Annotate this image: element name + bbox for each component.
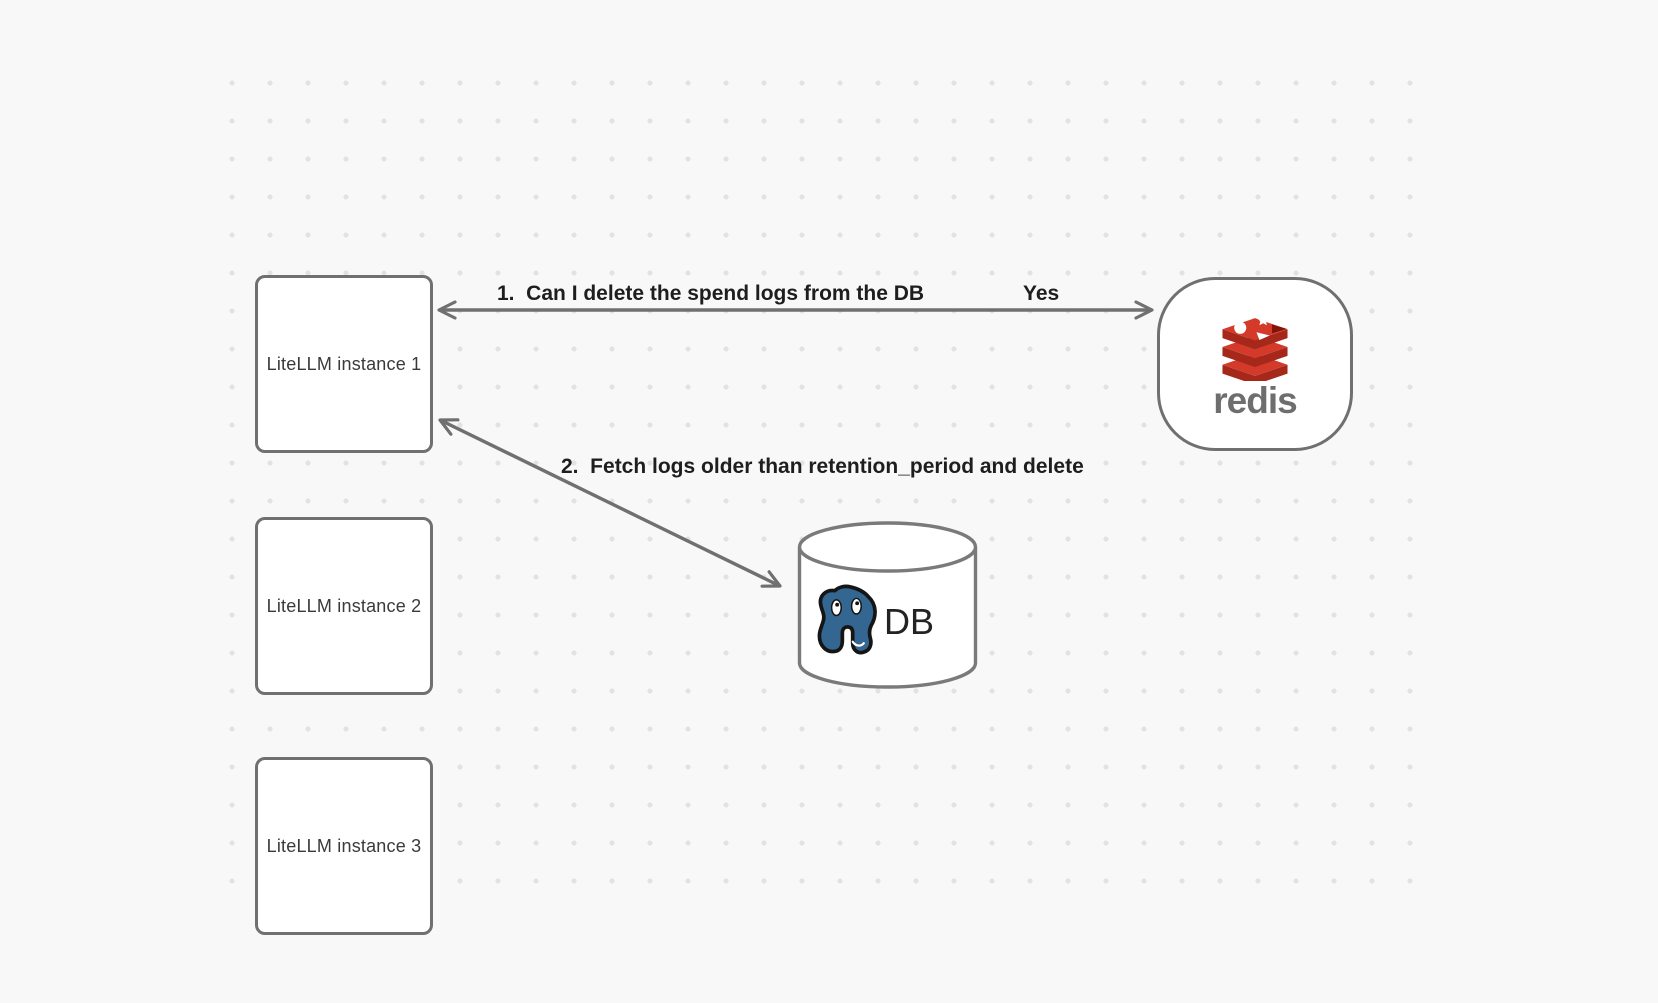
arrow-litellm1-db[interactable] (438, 418, 782, 588)
node-postgres-db[interactable]: DB (796, 520, 979, 690)
node-litellm-instance-3[interactable]: LiteLLM instance 3 (255, 757, 433, 935)
postgresql-elephant-icon (817, 584, 877, 655)
node-redis[interactable]: redis (1157, 277, 1353, 451)
node-litellm-instance-2[interactable]: LiteLLM instance 2 (255, 517, 433, 695)
database-cylinder-icon (797, 521, 978, 689)
arrow-1-label[interactable]: 1. Can I delete the spend logs from the … (497, 282, 925, 305)
redis-logo-icon (1222, 314, 1288, 381)
node-litellm-instance-1[interactable]: LiteLLM instance 1 (255, 275, 433, 453)
redis-wordmark: redis (1213, 380, 1297, 421)
arrow-1-response-label[interactable]: Yes (1023, 282, 1060, 305)
db-label: DB (884, 601, 935, 642)
node-litellm-instance-1-label: LiteLLM instance 1 (266, 353, 422, 374)
arrow-2-label[interactable]: 2. Fetch logs older than retention_perio… (561, 455, 1084, 478)
node-litellm-instance-3-label: LiteLLM instance 3 (266, 835, 422, 856)
node-litellm-instance-2-label: LiteLLM instance 2 (266, 595, 422, 616)
